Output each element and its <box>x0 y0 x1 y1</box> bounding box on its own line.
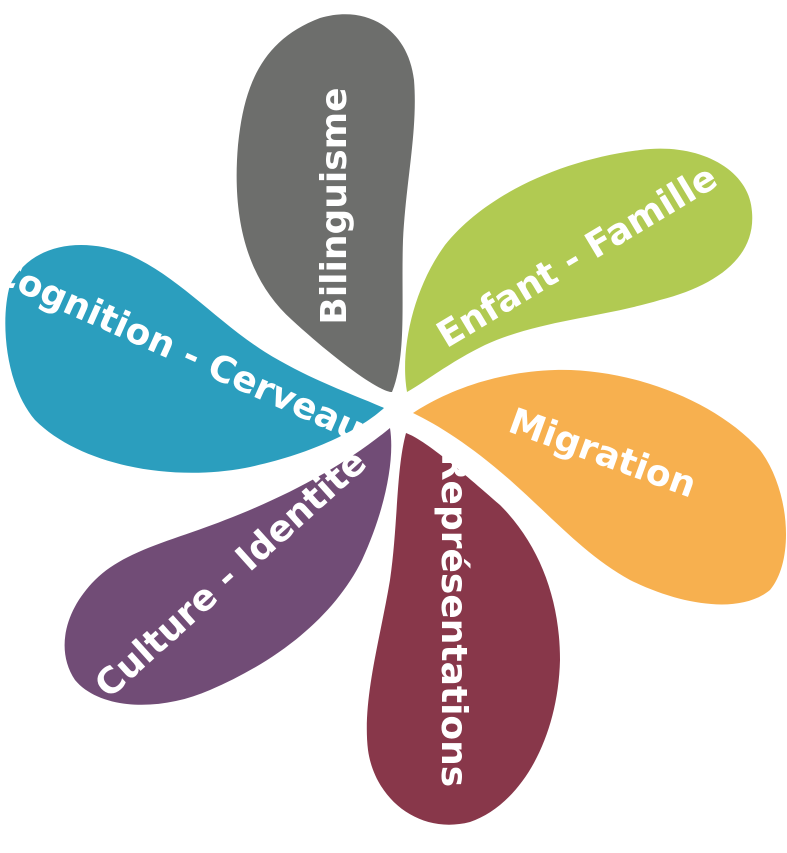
petal-bilinguisme-label: Bilinguisme <box>314 87 355 324</box>
petal-migration-shape <box>413 369 787 605</box>
petal-bilinguisme: Bilinguisme <box>236 14 415 392</box>
petal-representations: Représentations <box>366 433 560 825</box>
petal-representations-label: Représentations <box>433 453 474 787</box>
petal-migration: Migration <box>413 369 787 605</box>
petal-cognition-cerveau-shape <box>5 245 385 473</box>
petal-culture-identite-shape <box>64 428 392 705</box>
petal-representations-shape <box>366 433 560 825</box>
petal-enfant-famille: Enfant - Famille <box>405 148 753 392</box>
petal-bilinguisme-shape <box>236 14 415 392</box>
petal-enfant-famille-shape <box>405 148 753 392</box>
